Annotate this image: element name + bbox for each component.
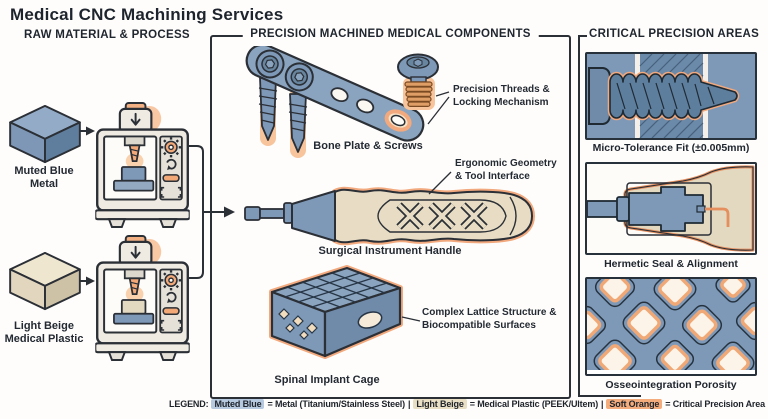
cube2-arrow-icon	[86, 276, 95, 286]
osseointegration-panel	[585, 277, 757, 376]
muted-blue-cube-icon	[8, 104, 82, 164]
bone-plate-screws-illustration	[245, 46, 439, 158]
section-heading-raw-material: RAW MATERIAL & PROCESS	[24, 29, 190, 41]
page-title: Medical CNC Machining Services	[10, 5, 284, 24]
osseointegration-illustration	[587, 279, 755, 370]
machines-bracket	[188, 145, 204, 279]
micro-tolerance-panel	[585, 52, 757, 140]
legend-label: LEGEND:	[169, 399, 209, 409]
components-box: PRECISION MACHINED MEDICAL COMPONENTS	[210, 28, 571, 399]
micro-tolerance-illustration	[587, 54, 755, 138]
component-label-spinal-cage: Spinal Implant Cage	[274, 374, 380, 386]
component-label-surgical-handle: Surgical Instrument Handle	[318, 245, 462, 257]
cube1-arrow-icon	[86, 126, 95, 136]
hermetic-seal-illustration	[587, 164, 755, 253]
caption-micro-tolerance: Micro-Tolerance Fit (±0.005mm)	[592, 142, 750, 154]
legend-def-metal: = Metal (Titanium/Stainless Steel)	[267, 399, 406, 409]
cnc-machine-icon-metal	[95, 102, 190, 230]
callout-ergonomic-geometry: Ergonomic Geometry& Tool Interface	[455, 158, 557, 182]
section-heading-components: PRECISION MACHINED MEDICAL COMPONENTS	[242, 28, 539, 40]
surgical-handle-illustration	[244, 186, 535, 246]
spinal-cage-illustration	[269, 265, 403, 359]
cnc-machine-icon-plastic	[95, 235, 190, 363]
legend-def-precision: = Critical Precision Area	[665, 399, 765, 409]
caption-osseointegration: Osseointegration Porosity	[605, 379, 737, 391]
legend-def-plastic: = Medical Plastic (PEEK/Ultem)	[469, 399, 599, 409]
hermetic-seal-panel	[585, 162, 757, 255]
callout-lattice-structure: Complex Lattice Structure &Biocompatible…	[422, 307, 557, 331]
section-heading-precision-areas: CRITICAL PRECISION AREAS	[589, 28, 760, 40]
light-beige-cube-icon	[8, 251, 82, 311]
legend-term-soft-orange: Soft Orange	[606, 399, 663, 409]
callout-precision-threads: Precision Threads &Locking Mechanism	[453, 84, 550, 108]
legend-term-muted-blue: Muted Blue	[211, 399, 265, 409]
caption-hermetic-seal: Hermetic Seal & Alignment	[604, 258, 738, 270]
legend-separator-2: |	[601, 399, 604, 409]
legend-bar: LEGEND: Muted Blue = Metal (Titanium/Sta…	[169, 399, 765, 409]
legend-term-light-beige: Light Beige	[413, 399, 467, 409]
legend-separator: |	[408, 399, 411, 409]
component-label-bone-plate: Bone Plate & Screws	[313, 140, 423, 152]
